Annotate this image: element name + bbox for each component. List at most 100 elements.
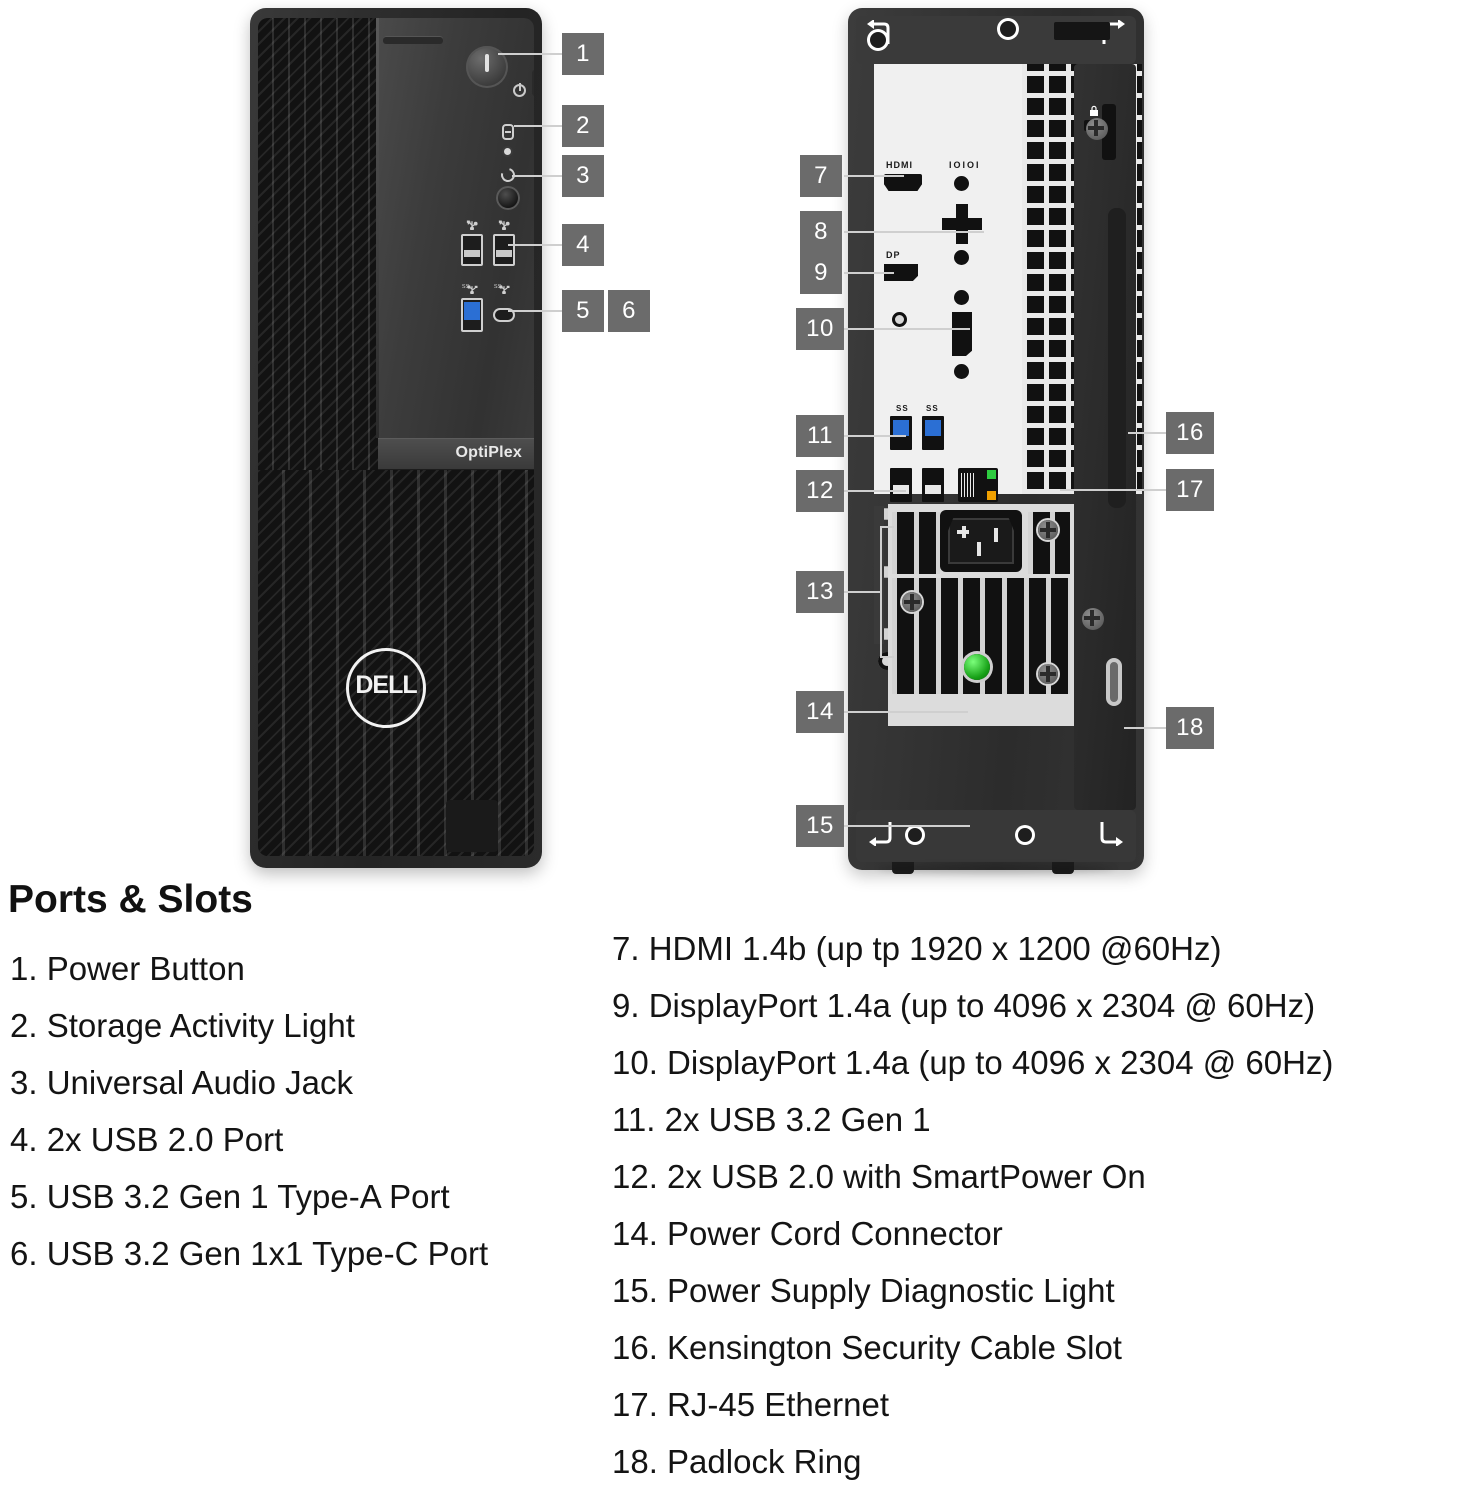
drop-shadow — [878, 864, 1114, 874]
callout-badge-10[interactable]: 10 — [796, 308, 844, 350]
list-item: 11. 2x USB 3.2 Gen 1 — [612, 1101, 931, 1138]
grille-service-patch — [446, 800, 498, 852]
usb-3-2-gen1-type-a-port[interactable] — [461, 298, 483, 332]
rear-bottom-frame — [856, 810, 1136, 862]
serial-port-knockout — [942, 204, 982, 244]
list-item: 7. HDMI 1.4b (up tp 1920 x 1200 @60Hz) — [612, 930, 1222, 967]
optical-bay-slot — [383, 36, 443, 44]
leader-bracket-13-top — [880, 526, 894, 528]
leader-line-8 — [844, 231, 984, 233]
power-supply-unit — [888, 504, 1074, 726]
rear-screw-hole — [870, 32, 886, 48]
callout-badge-5[interactable]: 5 — [562, 290, 604, 332]
callout-badge-6[interactable]: 6 — [608, 290, 650, 332]
callout-badge-18[interactable]: 18 — [1166, 707, 1214, 749]
bezel-seam — [376, 18, 379, 438]
leader-line-10 — [844, 328, 970, 330]
usb-2-port-left[interactable] — [461, 234, 483, 266]
callout-badge-4[interactable]: 4 — [562, 224, 604, 266]
list-item: 14. Power Cord Connector — [612, 1215, 1003, 1252]
displayport-2-port[interactable] — [952, 312, 972, 356]
leader-line-14 — [844, 711, 968, 713]
power-cord-connector[interactable] — [940, 510, 1022, 572]
list-item: 18. Padlock Ring — [612, 1443, 862, 1480]
usb-icon — [493, 218, 515, 230]
leader-line-17 — [1060, 489, 1166, 491]
callout-badge-1[interactable]: 1 — [562, 33, 604, 75]
dell-logo: DELL — [346, 648, 426, 728]
release-arrow-icon — [864, 19, 890, 46]
usb-superspeed-icon: SS — [461, 282, 483, 294]
rear-base-screw — [908, 828, 922, 842]
displayport-1-port[interactable] — [884, 264, 918, 281]
psu-screw — [902, 592, 922, 612]
usb-2-port-right[interactable] — [493, 234, 515, 266]
leader-line-15 — [844, 825, 970, 827]
svg-text:SS: SS — [494, 284, 502, 290]
usb-superspeed-icon: SS — [926, 404, 939, 413]
c14-inlet-shell — [948, 518, 1014, 564]
storage-activity-light — [504, 148, 511, 155]
universal-audio-jack[interactable] — [496, 186, 520, 210]
page-title: Ports & Slots — [8, 878, 253, 921]
power-supply-diagnostic-light[interactable] — [964, 654, 990, 680]
chassis-foot — [1052, 862, 1074, 874]
list-item: 10. DisplayPort 1.4a (up to 4096 x 2304 … — [612, 1044, 1334, 1081]
rear-right-rail — [1074, 64, 1136, 810]
expansion-slot-bracket — [874, 506, 884, 644]
rear-view-illustration: HDMI IOIOI DP SS SS — [848, 8, 1144, 874]
leader-line-5 — [508, 310, 562, 312]
rj45-ethernet-port[interactable] — [958, 468, 998, 502]
callout-badge-16[interactable]: 16 — [1166, 412, 1214, 454]
psu-screw — [1038, 520, 1058, 540]
thumbscrew[interactable] — [1086, 118, 1108, 140]
list-item: 12. 2x USB 2.0 with SmartPower On — [612, 1158, 1146, 1195]
list-item: 15. Power Supply Diagnostic Light — [612, 1272, 1115, 1309]
front-view-illustration: SS SS OptiPlex DELL — [250, 8, 542, 868]
rear-usb-3-2-port-1[interactable] — [890, 416, 912, 450]
storage-activity-icon — [502, 124, 514, 140]
leader-line-4 — [508, 244, 562, 246]
rear-usb-2-smartpower-port-2[interactable] — [922, 468, 944, 502]
front-chassis-inner: SS SS OptiPlex DELL — [258, 18, 534, 856]
callout-badge-13[interactable]: 13 — [796, 571, 844, 613]
callout-badge-14[interactable]: 14 — [796, 691, 844, 733]
rear-handle-recess — [1108, 208, 1126, 508]
leader-line-9 — [844, 272, 894, 274]
list-item: 17. RJ-45 Ethernet — [612, 1386, 889, 1423]
callout-badge-7[interactable]: 7 — [800, 155, 842, 197]
leader-line-12 — [844, 490, 906, 492]
hdmi-port[interactable] — [884, 174, 922, 191]
callout-badge-17[interactable]: 17 — [1166, 469, 1214, 511]
hdmi-label: HDMI — [886, 160, 913, 170]
callout-badge-9[interactable]: 9 — [800, 252, 842, 294]
callout-badge-12[interactable]: 12 — [796, 470, 844, 512]
rj45-link-led — [987, 470, 996, 479]
psu-screw — [1038, 664, 1058, 684]
rear-screw-hole — [1000, 21, 1016, 37]
callout-badge-8[interactable]: 8 — [800, 211, 842, 253]
usb-superspeed-icon: SS — [493, 282, 515, 294]
padlock-ring[interactable] — [1106, 658, 1122, 706]
dp2-screw-hole — [954, 364, 969, 379]
callout-badge-11[interactable]: 11 — [796, 415, 844, 457]
rear-top-slot — [1054, 22, 1110, 40]
optiplex-badge-strip: OptiPlex — [378, 438, 534, 470]
plate-screw-hole — [892, 312, 907, 327]
leader-line-7 — [844, 175, 904, 177]
list-item: 4. 2x USB 2.0 Port — [10, 1121, 284, 1158]
svg-text:SS: SS — [462, 284, 470, 290]
leader-line-1 — [498, 53, 562, 55]
callout-badge-3[interactable]: 3 — [562, 155, 604, 197]
callout-badge-2[interactable]: 2 — [562, 105, 604, 147]
callout-badge-15[interactable]: 15 — [796, 805, 844, 847]
rear-usb-2-smartpower-port-1[interactable] — [890, 468, 912, 502]
list-item: 6. USB 3.2 Gen 1x1 Type-C Port — [10, 1235, 489, 1272]
psu-vent — [892, 512, 940, 574]
leader-bracket-13 — [880, 526, 882, 658]
front-lower-grille: DELL — [258, 470, 534, 856]
rear-usb-3-2-port-2[interactable] — [922, 416, 944, 450]
serial-screw-hole — [954, 250, 969, 265]
rear-rail-slot — [1102, 104, 1116, 160]
thumbscrew[interactable] — [1082, 608, 1104, 630]
